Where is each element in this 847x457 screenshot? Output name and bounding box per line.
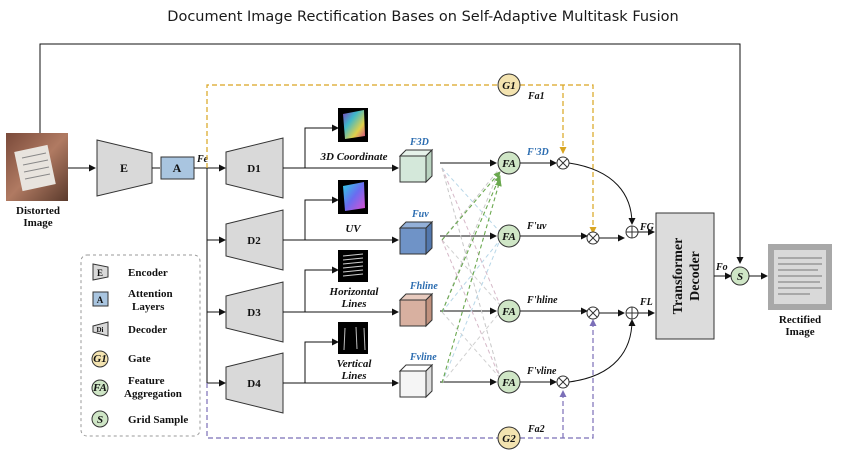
transformer-label: Transformer bbox=[671, 238, 686, 315]
legend-grid-icon bbox=[91, 410, 109, 428]
decoder-d3 bbox=[225, 281, 284, 343]
transformer-label-1: Transformer bbox=[671, 238, 686, 315]
diagram-title: Document Image Rectification Bases on Se… bbox=[167, 9, 678, 25]
attention-label: A bbox=[173, 161, 182, 175]
distorted-image-label: Distorted bbox=[16, 205, 60, 217]
add-nodes bbox=[625, 225, 639, 320]
distorted-image bbox=[6, 133, 68, 201]
gate2-label: G2 bbox=[502, 433, 516, 445]
distorted-image-label-2: Image bbox=[23, 217, 52, 229]
gate2-node bbox=[497, 426, 521, 450]
cube-f3d bbox=[398, 148, 434, 184]
d3-label: D3 bbox=[247, 307, 261, 319]
hline-map-image bbox=[338, 250, 368, 282]
cube-fhline bbox=[398, 292, 434, 328]
fusion-curves bbox=[568, 162, 636, 383]
fa1-label: Fa1 bbox=[527, 91, 545, 102]
decoder-output-arrows bbox=[283, 124, 399, 387]
d2-label: D2 bbox=[247, 235, 261, 247]
fhline-prime-label: F'hline bbox=[526, 295, 558, 306]
legend-attention-label-2: Layers bbox=[132, 301, 165, 313]
fo-label: Fo bbox=[715, 262, 728, 273]
fa-node-3d: FA bbox=[497, 151, 521, 175]
encoder-label: E bbox=[120, 161, 128, 175]
gate1-label: G1 bbox=[502, 80, 515, 92]
fg-label: FG bbox=[639, 222, 655, 233]
legend-attention-icon bbox=[92, 291, 109, 307]
coord-map-image bbox=[338, 108, 368, 142]
cube-fuv bbox=[398, 220, 434, 256]
gate2-path-out bbox=[520, 319, 597, 439]
encoder-block bbox=[96, 139, 153, 197]
decoder-word: Decoder bbox=[688, 251, 703, 301]
fa-output-arrows bbox=[520, 159, 588, 386]
gate1-path-out bbox=[520, 84, 597, 234]
vline-label: Vertical bbox=[337, 358, 373, 370]
uv-label: UV bbox=[345, 223, 362, 235]
cube-to-fa-arrows bbox=[440, 159, 497, 386]
legend-decoder-label: Decoder bbox=[128, 324, 167, 336]
f3d-prime-label: F'3D bbox=[526, 147, 549, 158]
legend-box bbox=[80, 254, 201, 437]
legend-grid-label: Grid Sample bbox=[128, 414, 188, 426]
hline-label-2: Lines bbox=[340, 298, 366, 310]
legend-fa-icon bbox=[91, 379, 109, 397]
gate2-path bbox=[206, 383, 498, 439]
decoder-d1 bbox=[225, 137, 284, 199]
multiply-nodes bbox=[556, 156, 600, 389]
fa-label-3d: FA bbox=[501, 158, 516, 170]
uv-map-image bbox=[338, 180, 368, 214]
vline-map-image bbox=[338, 322, 368, 354]
legend-decoder-icon bbox=[92, 321, 109, 337]
gate1-path bbox=[206, 84, 498, 168]
legend-gate-icon bbox=[91, 350, 109, 368]
cross-aggregation-green bbox=[441, 171, 502, 384]
vline-label-2: Lines bbox=[340, 370, 366, 382]
skip-connection-line bbox=[39, 43, 744, 264]
legend-gate-sym: G1 bbox=[93, 353, 106, 365]
legend-encoder-sym: E bbox=[97, 268, 103, 278]
rectified-image bbox=[768, 244, 832, 310]
d1-label: D1 bbox=[247, 163, 260, 175]
legend-attention-sym: A bbox=[97, 295, 104, 305]
grid-sample-label: S bbox=[737, 271, 743, 283]
fvline-prime-label: F'vline bbox=[526, 366, 557, 377]
fhline-label: Fhline bbox=[409, 281, 438, 292]
hline-label: Horizontal bbox=[329, 286, 380, 298]
legend-encoder-icon bbox=[92, 263, 109, 281]
transformer-decoder bbox=[655, 212, 715, 340]
d4-label: D4 bbox=[247, 378, 261, 390]
cube-fvline bbox=[398, 363, 434, 399]
fl-label: FL bbox=[639, 297, 653, 308]
fvline-label: Fvline bbox=[409, 352, 437, 363]
fa2-label: Fa2 bbox=[527, 424, 545, 435]
legend-grid-sym: S bbox=[97, 414, 103, 426]
legend-gate-label: Gate bbox=[128, 353, 151, 365]
cross-aggregation-lines bbox=[441, 167, 501, 384]
decoder-d2 bbox=[225, 209, 284, 271]
fa-node-vline: FA bbox=[497, 370, 521, 394]
legend-fa-sym: FA bbox=[92, 382, 107, 394]
legend-fa-label: Feature bbox=[128, 375, 165, 387]
legend-decoder-sym: Di bbox=[97, 326, 104, 334]
legend-attention-label: Attention bbox=[128, 288, 173, 300]
fuv-prime-label: F'uv bbox=[526, 221, 547, 232]
rectified-image-label: Rectified bbox=[779, 314, 821, 326]
fa-label-hline: FA bbox=[501, 306, 516, 318]
fe-label: Fe bbox=[196, 154, 209, 165]
fa-label-uv: FA bbox=[501, 231, 516, 243]
fuv-label: Fuv bbox=[411, 209, 429, 220]
fa-label-vline: FA bbox=[501, 377, 516, 389]
f3d-label: F3D bbox=[409, 137, 429, 148]
rectified-image-label-2: Image bbox=[785, 326, 814, 338]
coord-label: 3D Coordinate bbox=[320, 151, 388, 163]
fa-node-hline: FA bbox=[497, 299, 521, 323]
legend-encoder-label: Encoder bbox=[128, 267, 168, 279]
fa-node-uv: FA bbox=[497, 224, 521, 248]
transformer-label-2: Decoder bbox=[688, 251, 703, 301]
gate1-node bbox=[497, 73, 521, 97]
legend-fa-label-2: Aggregation bbox=[124, 388, 182, 400]
decoder-d4 bbox=[225, 352, 284, 414]
